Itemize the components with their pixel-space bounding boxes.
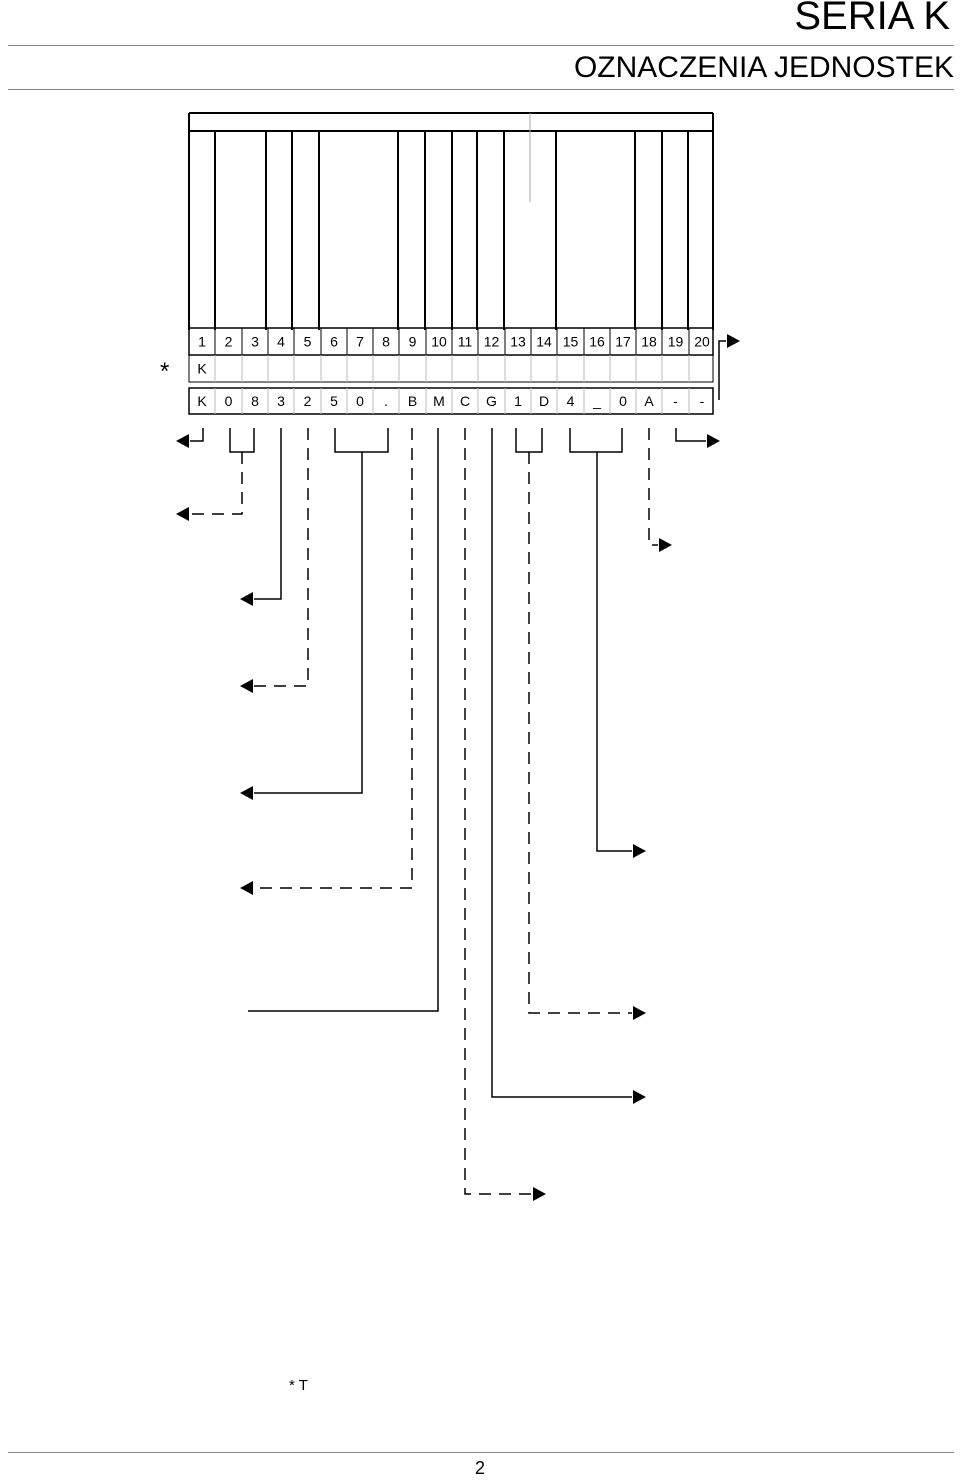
connector-line (248, 428, 439, 1012)
footer-rule (8, 1452, 954, 1453)
bracket-positions-6-7 (334, 428, 389, 453)
table-cell-text: K (197, 393, 207, 409)
arrowhead (240, 881, 253, 895)
description-frame (188, 112, 714, 330)
table-cell-text: 2 (304, 393, 312, 409)
table-cell-text: 0 (619, 393, 627, 409)
table-cell-text: 6 (330, 334, 338, 350)
bracket-positions-2-3 (229, 428, 255, 453)
table-cell-text: G (486, 393, 497, 409)
table-cell-text: 11 (458, 334, 473, 350)
arrowhead (176, 507, 189, 521)
arrowhead (633, 844, 646, 858)
table-cell-text: _ (592, 393, 601, 409)
header-rule (8, 45, 954, 46)
table-cell-text: - (673, 393, 678, 409)
table-cell-text: 1 (514, 393, 522, 409)
table-cell-text: 9 (409, 334, 417, 350)
table-cell-text: 3 (251, 334, 259, 350)
table-row-example-code (188, 387, 714, 415)
connector-line (254, 452, 363, 794)
connector-line (648, 428, 658, 546)
table-cell-text: 5 (330, 393, 338, 409)
arrowhead (633, 1090, 646, 1104)
table-cell-text: 13 (510, 334, 526, 350)
arrowhead (707, 434, 720, 448)
table-cell-text: - (700, 393, 705, 409)
asterisk-marker: * (160, 358, 170, 385)
connector-line (464, 428, 532, 1195)
page-number: 2 (474, 1458, 485, 1478)
table-cell-text: 19 (668, 334, 684, 350)
connector-line (528, 452, 632, 1014)
table-cell-text: 0 (356, 393, 364, 409)
table-cell-text: 5 (304, 334, 312, 350)
right-bracket (718, 340, 726, 400)
table-cell-text: 0 (225, 393, 233, 409)
table-cell-text: D (539, 393, 549, 409)
connector-line (254, 428, 413, 889)
table-cell-text: 10 (431, 334, 447, 350)
connector-line (190, 428, 204, 442)
arrowhead (240, 592, 253, 606)
connector-line (596, 452, 632, 852)
arrowhead (633, 1006, 646, 1020)
table-cell-text: 8 (382, 334, 390, 350)
arrowhead (659, 538, 672, 552)
footnote: * T (289, 1377, 308, 1394)
table-cell-text: 20 (694, 334, 710, 350)
table-cell-text: B (408, 393, 417, 409)
connector-line (190, 452, 243, 515)
table-cell-text: C (460, 393, 470, 409)
table-cell-text: 4 (567, 393, 575, 409)
table-cell-text: K (197, 361, 207, 377)
arrowheads (176, 334, 740, 1201)
table-cell-text: 4 (277, 334, 285, 350)
bracket-positions-13-14 (515, 428, 543, 453)
arrowhead (533, 1187, 546, 1201)
table-cell-text: 16 (589, 334, 605, 350)
arrowhead (176, 434, 189, 448)
table-cell-text: A (644, 393, 654, 409)
table-cell-text: 17 (615, 334, 631, 350)
page-subtitle: OZNACZENIA JEDNOSTEK (573, 51, 954, 84)
table-cell-text: 15 (563, 334, 579, 350)
table-cell-text: 14 (536, 334, 552, 350)
right-bracket-arrowhead (727, 334, 740, 348)
page-title: SERIA K (794, 0, 950, 38)
arrowhead (240, 679, 253, 693)
table-cell-text: 12 (484, 334, 500, 350)
table-cell-text: 8 (251, 393, 259, 409)
connector-line (491, 428, 632, 1098)
bracket-positions-15-17 (569, 428, 623, 453)
table-cell-text: 7 (356, 334, 364, 350)
connector-line (254, 428, 282, 600)
table-cell-text: 3 (277, 393, 285, 409)
connector-line (675, 428, 706, 442)
arrowhead (240, 786, 253, 800)
connector-lines (190, 340, 726, 1195)
subtitle-rule (8, 89, 954, 90)
table-cell-text: 1 (198, 334, 206, 350)
connector-line (254, 428, 309, 687)
table-cell-text: 2 (225, 334, 233, 350)
table-cell-text: M (433, 393, 445, 409)
table-cell-text: 18 (641, 334, 657, 350)
table-row-prefix-row (188, 354, 714, 383)
table-cell-text: . (384, 393, 388, 409)
